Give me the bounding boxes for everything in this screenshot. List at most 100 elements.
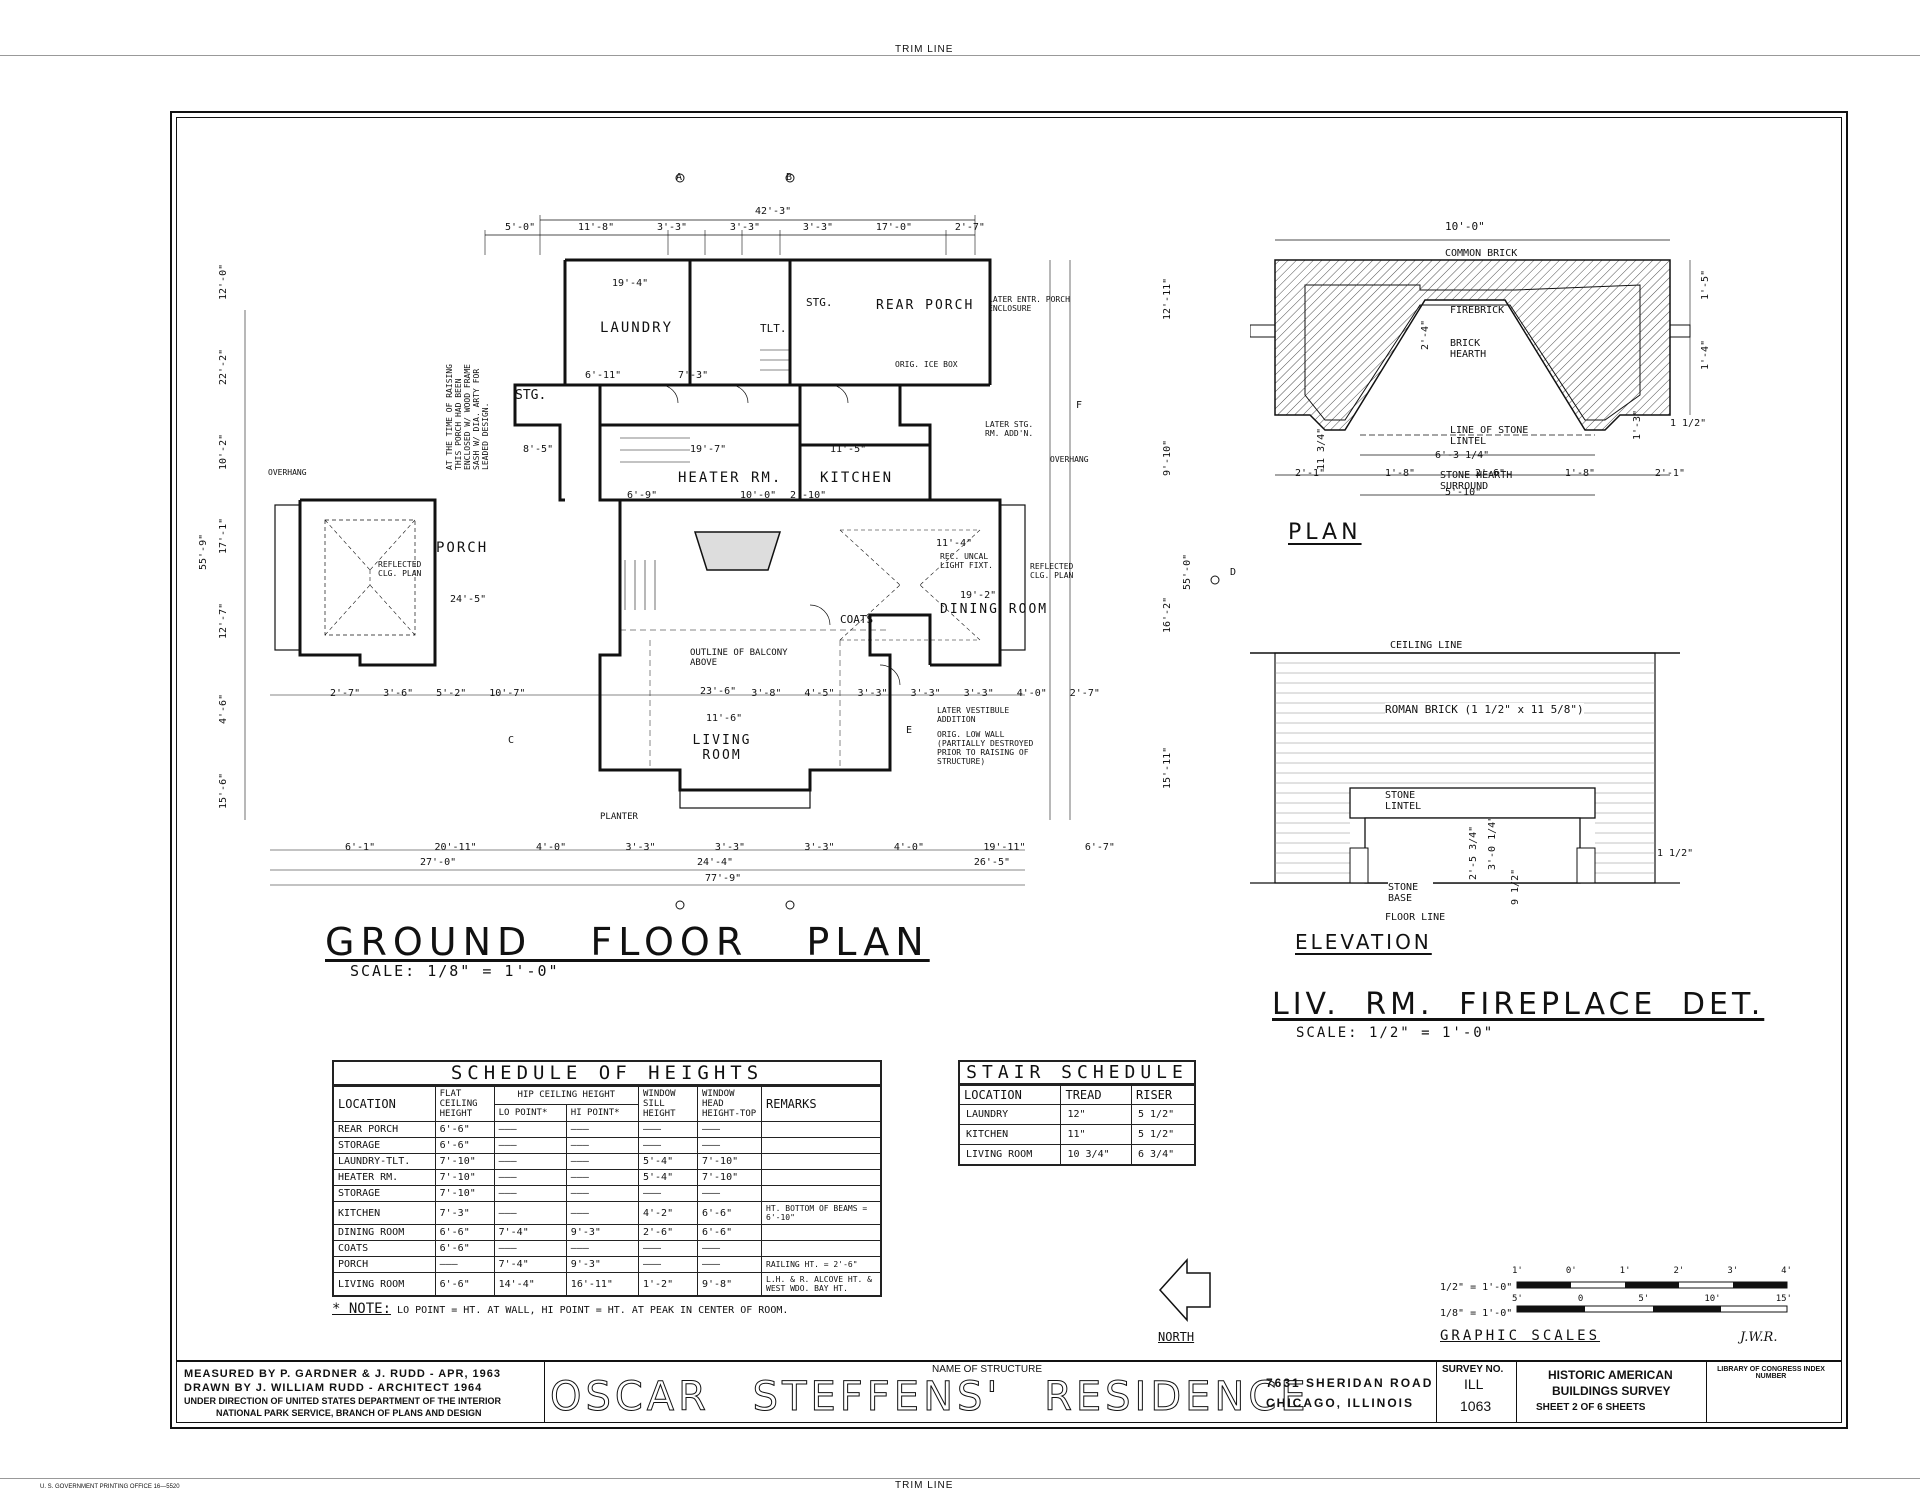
fe-roman-brick: ROMAN BRICK (1 1/2" x 11 5/8")	[1385, 703, 1584, 716]
dim-b2-8: 6'-7"	[1084, 842, 1115, 853]
dim-top-1: 11'-8"	[577, 222, 615, 233]
room-stg-top: STG.	[806, 296, 833, 309]
table-cell: LIVING ROOM	[958, 1144, 1062, 1166]
table-cell: 6'-6"	[434, 1137, 495, 1154]
table-cell: 6'-6"	[434, 1272, 495, 1297]
col-flat: FLAT CEILING HEIGHT	[434, 1085, 495, 1122]
schedule-heights-title: SCHEDULE OF HEIGHTS	[332, 1060, 882, 1085]
room-rear-porch: REAR PORCH	[876, 298, 975, 313]
col-remarks: REMARKS	[761, 1085, 882, 1122]
dim-laundry-w: 19'-4"	[612, 278, 649, 289]
tb-survey-no: 1063	[1460, 1398, 1492, 1414]
dim-b1-2: 5'-2"	[436, 688, 467, 699]
tb-address2: CHICAGO, ILLINOIS	[1266, 1396, 1414, 1410]
fe-h1: 2'-5 3/4"	[1468, 825, 1479, 880]
table-cell	[761, 1240, 882, 1257]
dim-b1-0: 2'-7"	[330, 688, 361, 699]
table-cell: ———	[493, 1121, 567, 1138]
tb-loc-label: LIBRARY OF CONGRESS INDEX NUMBER	[1717, 1366, 1825, 1380]
table-cell: PORCH	[332, 1256, 436, 1273]
dim-b2-2: 4'-0"	[535, 842, 567, 853]
table-cell: 5'-4"	[638, 1153, 698, 1170]
fe-ceiling-line: CEILING LINE	[1390, 640, 1463, 651]
section-marker-f: F	[1076, 400, 1083, 411]
dims-bottom-row3: 27'-0" 24'-4" 26'-5"	[420, 857, 1010, 868]
fp-bot-2: 2'-6"	[1474, 468, 1506, 479]
schedule-heights: SCHEDULE OF HEIGHTS LOCATION FLAT CEILIN…	[332, 1060, 882, 1317]
table-cell: KITCHEN	[958, 1124, 1062, 1145]
fp-right-0: 1'-5"	[1700, 269, 1711, 300]
table-cell	[761, 1169, 882, 1186]
table-cell: ———	[565, 1240, 640, 1257]
note-porch: AT THE TIME OF RAISING THIS PORCH HAD BE…	[445, 364, 490, 470]
table-cell: REAR PORCH	[332, 1121, 436, 1138]
trim-line-top	[0, 55, 1920, 56]
s2-tick-1: 0	[1577, 1294, 1584, 1304]
stair-header-row: LOCATION TREAD RISER	[958, 1084, 1196, 1105]
table-cell: 12"	[1060, 1104, 1132, 1125]
table-cell: 6'-6"	[434, 1121, 495, 1138]
tb-habs2: BUILDINGS SURVEY	[1552, 1384, 1671, 1398]
table-cell: 6'-6"	[434, 1240, 495, 1257]
s1-tick-1: 0'	[1565, 1266, 1577, 1276]
fe-stone-base: STONE BASE	[1388, 882, 1433, 904]
table-cell: 16'-11"	[565, 1272, 640, 1297]
note-later-entr: LATER ENTR. PORCH ENCLOSURE	[988, 295, 1070, 313]
dim-left-total: 55'-9"	[198, 533, 209, 570]
dim-top-2: 3'-3"	[656, 222, 688, 233]
fp-top-dim: 10'-0"	[1445, 220, 1485, 233]
fp-bot-0: 2'-1"	[1295, 468, 1326, 479]
dims-bottom-row1: 2'-7" 3'-6" 5'-2" 10'-7" 3'-8" 4'-5" 3'-…	[330, 688, 1100, 699]
note-later-stg: LATER STG. RM. ADD'N.	[985, 420, 1034, 438]
fp-bot-1: 1'-8"	[1384, 468, 1416, 479]
dim-b2-4: 3'-3"	[714, 842, 746, 853]
room-laundry: LAUNDRY	[600, 320, 674, 336]
s1-tick-5: 4'	[1781, 1266, 1792, 1276]
ground-floor-scale: SCALE: 1/8" = 1'-0"	[350, 962, 560, 980]
table-cell: ———	[697, 1240, 762, 1257]
fe-h4: 1 1/2"	[1657, 848, 1694, 859]
table-cell: ———	[697, 1185, 762, 1202]
ground-floor-plan	[244, 173, 1220, 910]
dim-dining-w2: 19'-2"	[960, 590, 997, 601]
table-row: HEATER RM.7'-10"——————5'-4"7'-10"	[332, 1169, 882, 1186]
dim-b2-3: 3'-3"	[625, 842, 656, 853]
dims-right: 12'-11" 9'-10" 16'-2" 15'-11"	[1162, 278, 1182, 800]
fireplace-plan-drawing	[1250, 239, 1691, 496]
north-arrow-icon	[1158, 1258, 1211, 1322]
table-row: PORCH———7'-4"9'-3"——————RAILING HT. = 2'…	[332, 1256, 882, 1273]
room-kitchen: KITCHEN	[820, 470, 894, 486]
tb-direction1: UNDER DIRECTION OF UNITED STATES DEPARTM…	[184, 1396, 501, 1406]
dim-b1-7: 3'-3"	[910, 688, 941, 699]
table-cell: 1'-2"	[638, 1272, 698, 1297]
dim-b1-3: 10'-7"	[489, 688, 526, 699]
table-cell: 4'-2"	[638, 1201, 698, 1225]
tb-measured: MEASURED BY P. GARDNER & J. RUDD - APR, …	[184, 1368, 502, 1380]
dim-b1-4: 3'-8"	[751, 688, 782, 699]
dim-b1-10: 2'-7"	[1069, 688, 1100, 699]
dim-b2-6: 4'-0"	[893, 842, 924, 853]
fp-right-1: 1'-4"	[1700, 339, 1711, 370]
fireplace-detail-title: LIV. RM. FIREPLACE DET.	[1272, 987, 1765, 1022]
table-cell: ———	[638, 1240, 698, 1257]
s1-tick-4: 3'	[1727, 1266, 1739, 1276]
note-recess-light: REC. UNCAL LIGHT FIXT.	[940, 552, 993, 570]
dim-b2-7: 19'-11"	[983, 842, 1026, 853]
table-cell: ———	[565, 1137, 640, 1154]
table-subheader-row: LO POINT* HI POINT*	[333, 1103, 881, 1123]
table-cell: 7'-10"	[434, 1185, 495, 1202]
note-reflected-right: REFLECTED CLG. PLAN	[1030, 562, 1074, 580]
table-cell: LIVING ROOM	[332, 1272, 436, 1297]
table-cell: STORAGE	[332, 1185, 436, 1202]
table-cell: 7'-10"	[697, 1153, 762, 1170]
dim-stg-w: 8'-5"	[523, 444, 554, 455]
initials: J.W.R.	[1740, 1330, 1778, 1345]
table-cell	[761, 1153, 882, 1170]
table-cell: ———	[493, 1169, 567, 1186]
table-cell: 7'-4"	[493, 1256, 567, 1273]
dim-left-0: 12'-0"	[218, 263, 229, 300]
table-header-row: LOCATION FLAT CEILING HEIGHT HIP CEILING…	[332, 1085, 882, 1122]
room-planter: PLANTER	[600, 812, 638, 822]
table-cell: ———	[565, 1201, 640, 1225]
